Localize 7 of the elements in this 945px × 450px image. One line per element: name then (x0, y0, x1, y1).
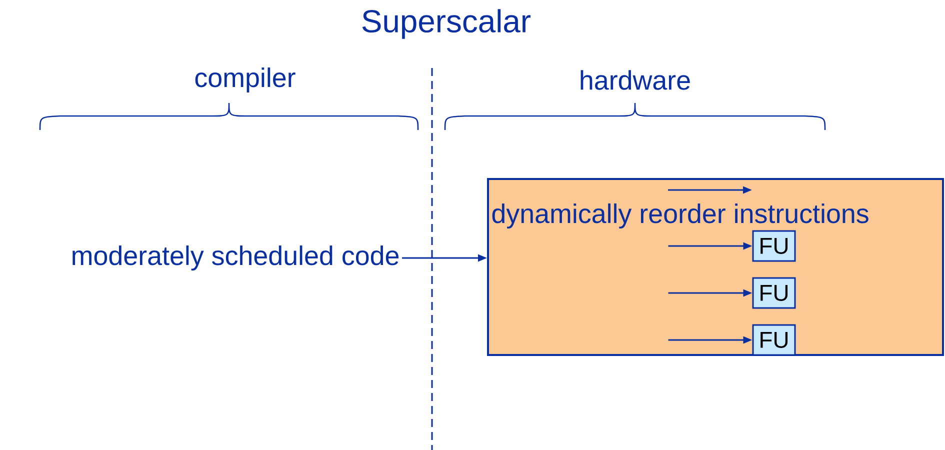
brace-label: hardware (580, 70, 690, 90)
input-text: moderately scheduled code (72, 245, 399, 271)
fu-box: FU (752, 277, 796, 309)
brace-label: compiler (195, 67, 296, 93)
fu-box: FU (752, 324, 796, 356)
fu-box: FU (752, 230, 796, 262)
title: Superscalar (362, 9, 530, 39)
